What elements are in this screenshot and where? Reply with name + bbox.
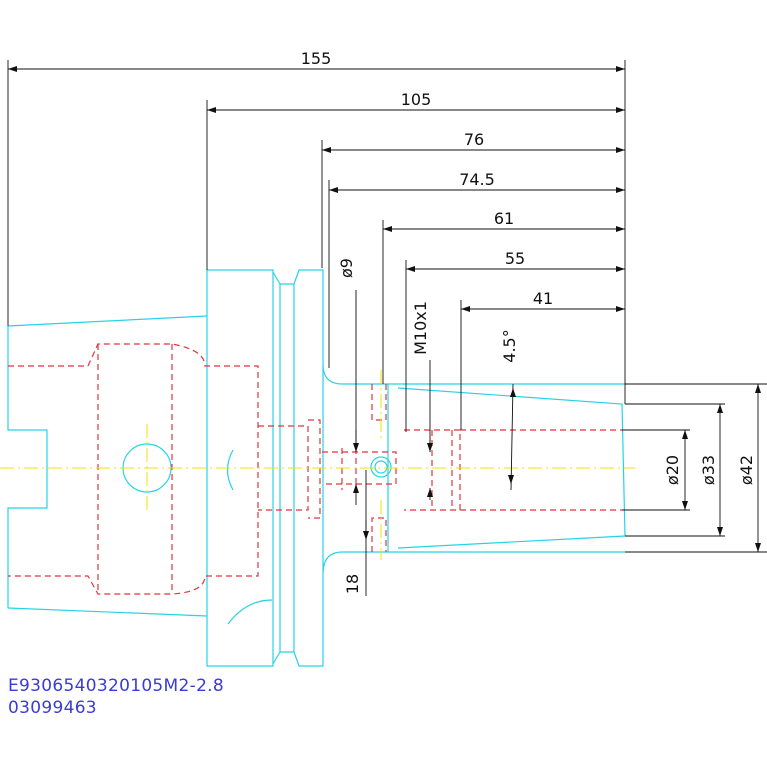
dim-diameter-33: ø33 — [699, 455, 718, 485]
dim-overall-length: 155 — [301, 49, 332, 68]
dim-pin-diameter: ø9 — [337, 258, 356, 278]
part-code-line-2: 03099463 — [8, 698, 97, 718]
dim-length-74-5: 74.5 — [459, 170, 495, 189]
dim-thread: M10x1 — [411, 301, 430, 355]
dim-bore-diameter: ø20 — [663, 455, 682, 485]
dim-length-76: 76 — [464, 130, 484, 149]
dim-taper-angle: 4.5° — [500, 329, 519, 362]
part-code-line-1: E9306540320105M2-2.8 — [8, 676, 225, 696]
dim-offset-18: 18 — [343, 574, 362, 594]
dim-length-41: 41 — [533, 289, 553, 308]
dim-length-61: 61 — [494, 209, 514, 228]
dimension-labels: 155 105 76 74.5 61 55 41 ø9 M10x1 4.5° ø… — [301, 49, 756, 594]
dim-flange-length: 105 — [401, 90, 432, 109]
extension-lines — [7, 60, 767, 596]
dim-diameter-42: ø42 — [737, 455, 756, 485]
dim-length-55: 55 — [505, 249, 525, 268]
centerlines — [0, 370, 635, 560]
hidden-lines — [8, 343, 622, 595]
dimension-lines — [8, 66, 761, 552]
